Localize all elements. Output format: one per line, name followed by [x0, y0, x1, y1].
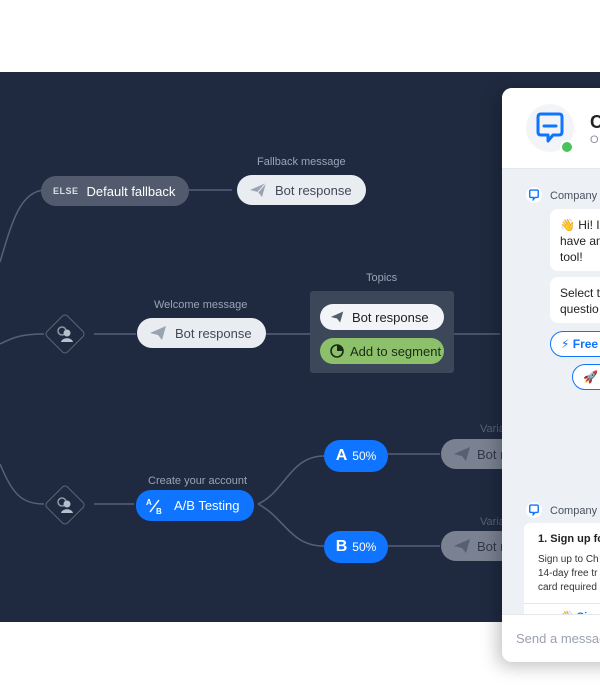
ab-testing-label: A/B Testing [174, 498, 240, 513]
greeting-line: tool! [560, 250, 583, 264]
message-input[interactable] [516, 627, 600, 649]
prompt-message: Select t questio [550, 277, 600, 323]
card-line: Sign up to Ch [538, 554, 599, 565]
online-status-dot [560, 140, 574, 154]
bot-response-label: Bot response [175, 325, 252, 341]
chat-bubble-icon [529, 189, 539, 201]
variant-a-split-node[interactable]: A 50% [324, 440, 388, 472]
chat-widget: C O Company C 👋 Hi! I' have an tool! Sel… [502, 88, 600, 662]
welcome-message-label: Welcome message [154, 299, 248, 311]
paper-plane-icon [149, 325, 169, 341]
flow-canvas: Fallback message ELSE Default fallback B… [0, 72, 600, 622]
variant-a-letter: A [335, 447, 348, 464]
agent-avatar [526, 187, 542, 203]
variant-a-percent: 50% [352, 449, 377, 463]
sender-name: Company C [550, 190, 600, 202]
greeting-line: 👋 Hi! I' [560, 218, 600, 232]
default-fallback-node[interactable]: ELSE Default fallback [41, 176, 190, 206]
variant-b-letter: B [335, 538, 348, 555]
fallback-bot-response-node[interactable]: Bot response [237, 175, 366, 205]
else-tag: ELSE [53, 186, 79, 196]
topics-bot-response-node[interactable]: Bot response [320, 304, 444, 330]
paper-plane-icon [249, 182, 269, 198]
prompt-line: questio [560, 302, 599, 316]
pie-chart-icon [330, 343, 344, 359]
card-description: Sign up to Ch 14-day free tr card requir… [538, 553, 599, 595]
paper-plane-icon [330, 309, 346, 325]
company-status: O [590, 134, 599, 146]
connector [0, 189, 45, 263]
svg-text:B: B [156, 507, 162, 515]
paper-plane-icon [453, 538, 471, 554]
card-line: card required [538, 582, 597, 593]
users-icon [53, 493, 77, 517]
bot-response-label: Bot response [275, 182, 352, 198]
flow-connectors [0, 189, 600, 547]
chat-bubble-icon [529, 504, 539, 516]
chat-messages: Company C 👋 Hi! I' have an tool! Select … [502, 169, 600, 631]
variant-b-percent: 50% [352, 540, 377, 554]
prompt-line: Select t [560, 286, 600, 300]
svg-text:A: A [146, 498, 152, 507]
connector [257, 503, 325, 547]
signup-card: 1. Sign up for Sign up to Ch 14-day free… [524, 523, 600, 631]
greeting-message: 👋 Hi! I' have an tool! [550, 209, 600, 271]
chat-bubble-icon [536, 112, 564, 143]
connector [0, 463, 45, 505]
users-icon [53, 322, 77, 346]
agent-avatar [526, 502, 542, 518]
welcome-bot-response-node[interactable]: Bot response [137, 318, 266, 348]
fallback-message-label: Fallback message [257, 156, 346, 168]
message-composer [502, 614, 600, 662]
default-fallback-label: Default fallback [86, 183, 176, 199]
connector [257, 455, 325, 505]
chat-header: C O [502, 88, 600, 169]
sender-name: Company C [550, 505, 600, 517]
add-to-segment-label: Add to segment [350, 343, 442, 359]
create-account-label: Create your account [148, 475, 248, 487]
company-logo [526, 104, 574, 152]
greeting-line: have an [560, 234, 600, 248]
quick-reply-rocket-button[interactable]: 🚀 [572, 364, 600, 390]
paper-plane-icon [453, 446, 471, 462]
card-title: 1. Sign up for [538, 533, 600, 545]
bot-response-label: Bot response [352, 309, 429, 325]
quick-reply-free-button[interactable]: ⚡ Free [550, 331, 600, 357]
company-name: C [590, 112, 600, 132]
add-to-segment-node[interactable]: Add to segment [320, 338, 444, 364]
connector [0, 333, 45, 345]
topics-label: Topics [366, 272, 398, 284]
card-line: 14-day free tr [538, 568, 598, 579]
variant-b-split-node[interactable]: B 50% [324, 531, 388, 563]
